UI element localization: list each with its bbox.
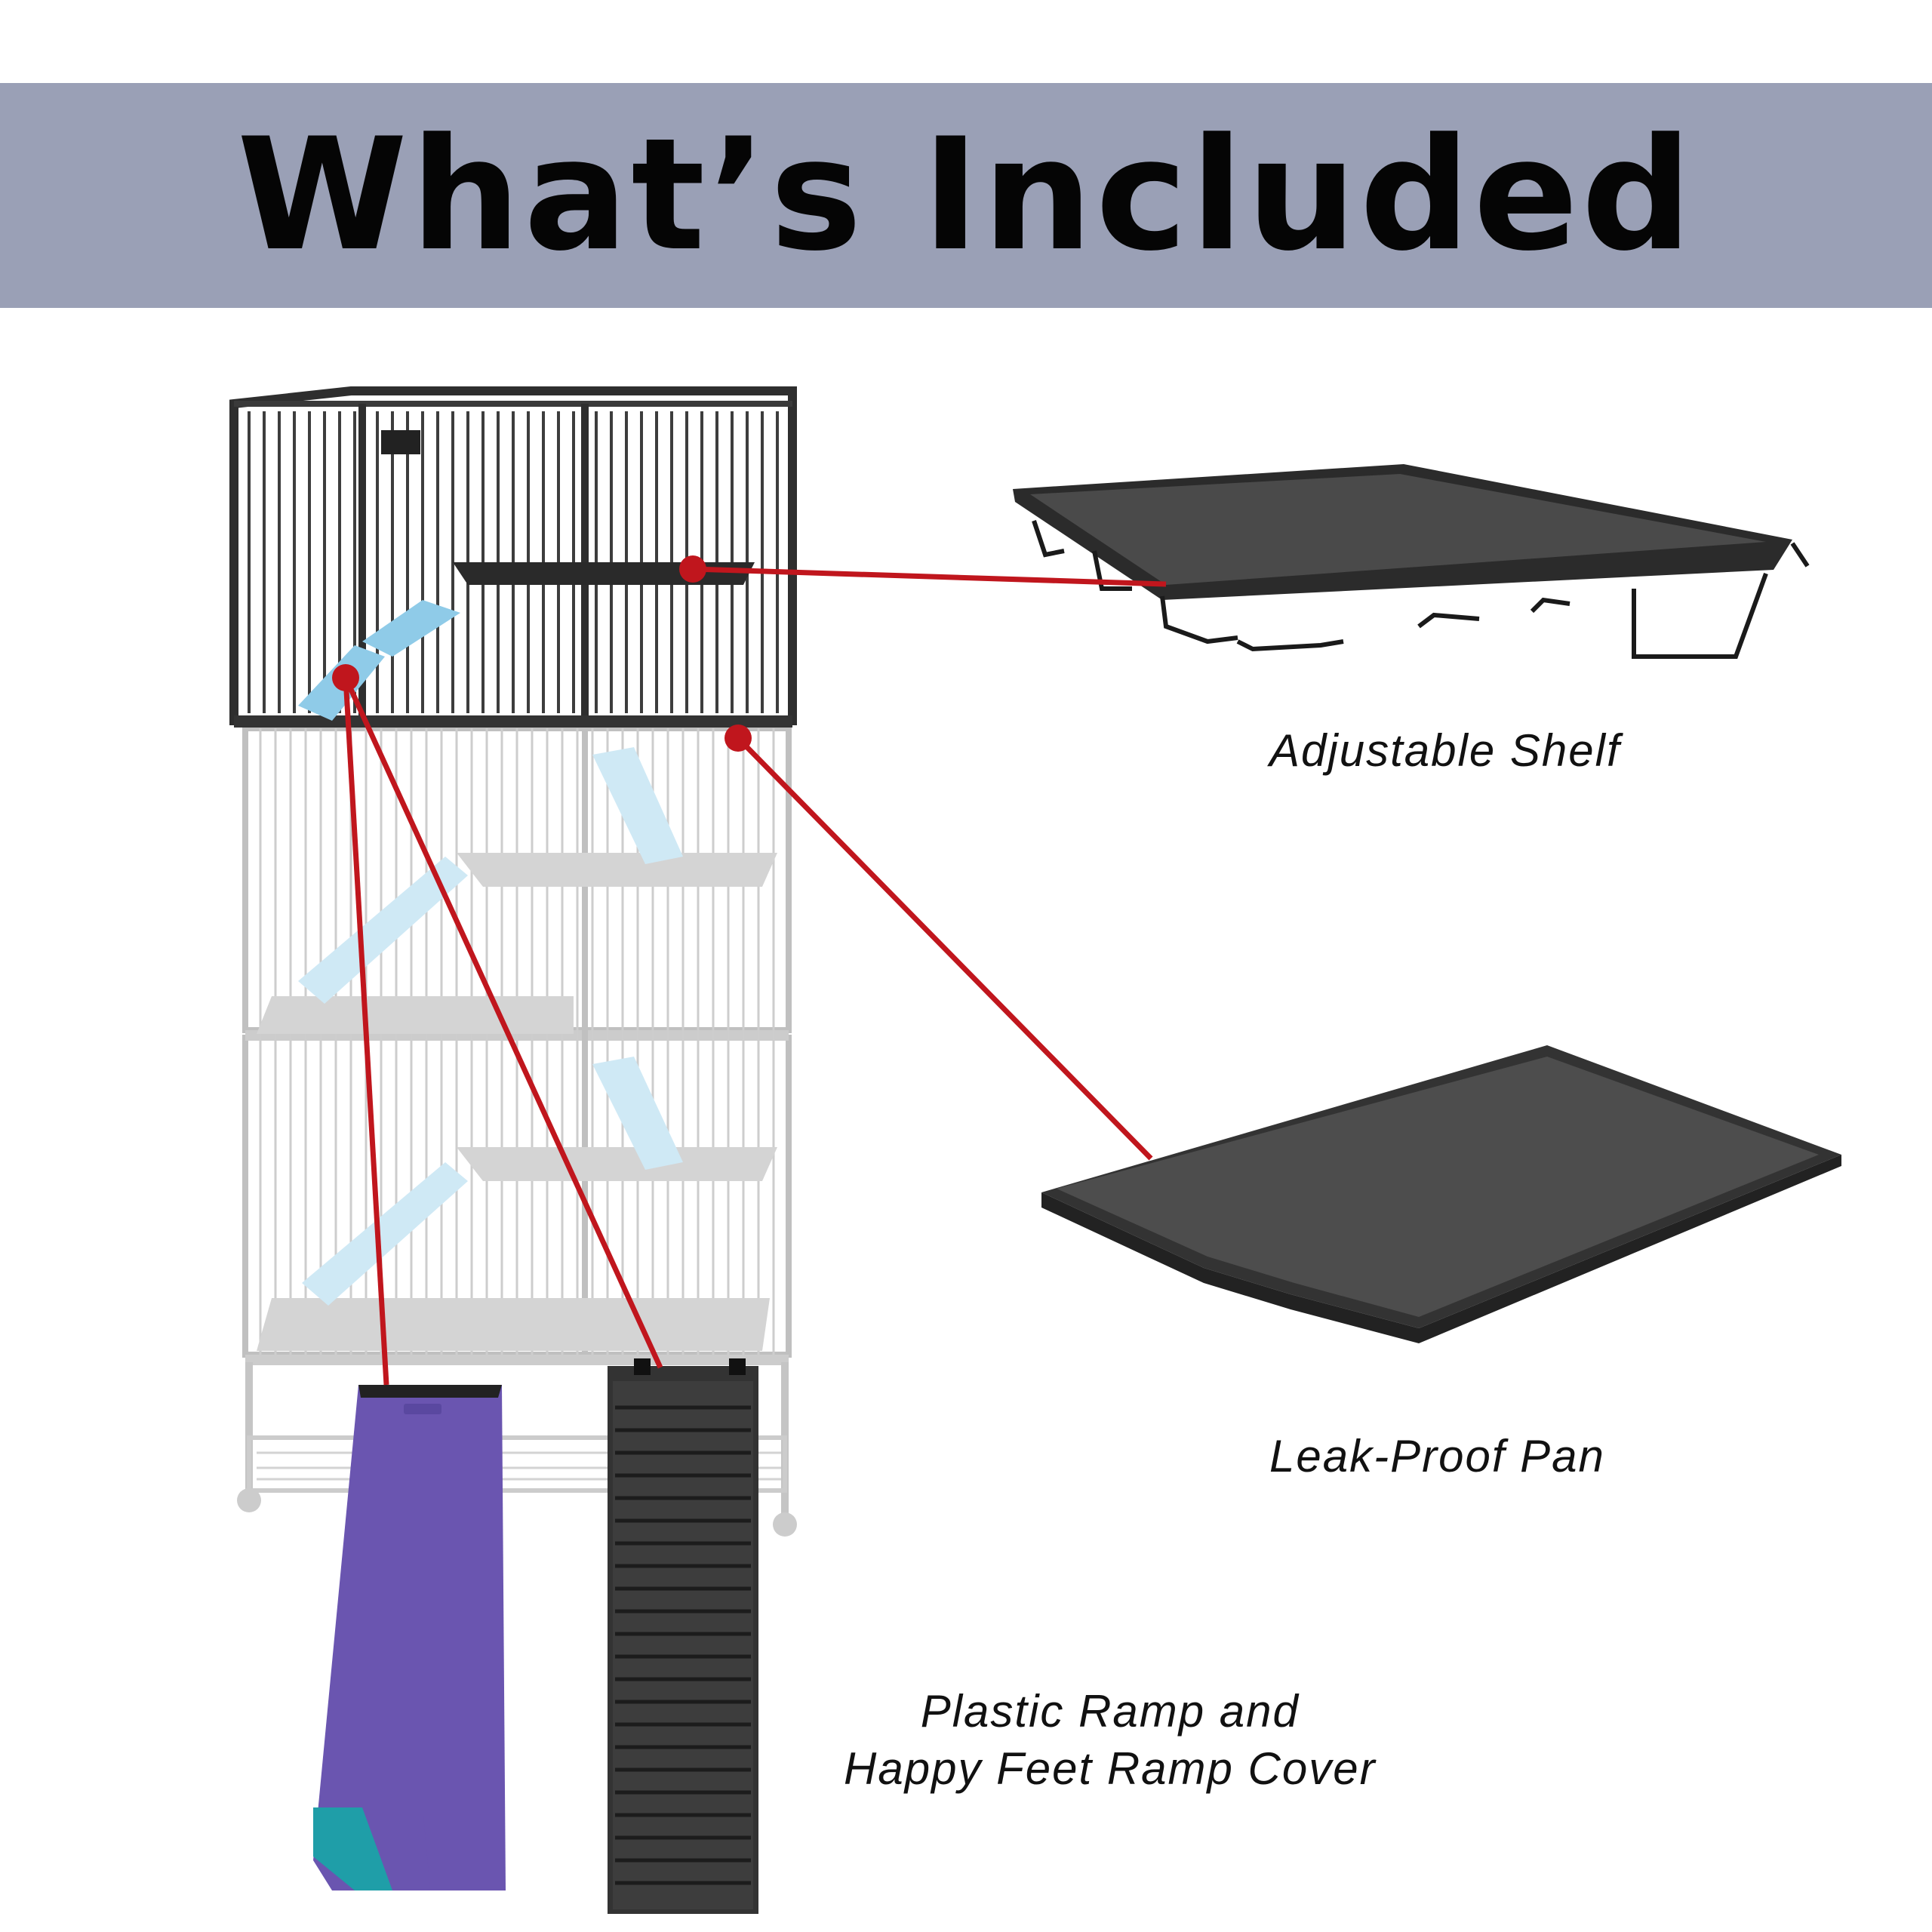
adjustable-shelf-image bbox=[1013, 464, 1810, 659]
callout-dot-ramp bbox=[332, 664, 359, 691]
caption-ramp-line2: Happy Feet Ramp Cover bbox=[844, 1743, 1377, 1794]
callout-dot-pan bbox=[724, 724, 752, 752]
leak-proof-pan-image bbox=[1041, 1045, 1841, 1343]
title-banner: What’s Included bbox=[0, 83, 1932, 308]
plastic-ramp-image bbox=[608, 1358, 758, 1914]
caption-adjustable-shelf: Adjustable Shelf bbox=[1269, 725, 1621, 776]
caption-ramp-line1: Plastic Ramp and bbox=[920, 1686, 1300, 1737]
caption-leak-proof-pan: Leak-Proof Pan bbox=[1269, 1431, 1605, 1481]
caption-ramp: Plastic Ramp and Happy Feet Ramp Cover bbox=[844, 1683, 1377, 1798]
cage-top-section bbox=[229, 386, 797, 728]
callout-dot-shelf bbox=[679, 555, 706, 583]
page-title: What’s Included bbox=[236, 105, 1696, 285]
callout-lines bbox=[343, 566, 1167, 1386]
ramp-cover-image bbox=[313, 1385, 506, 1890]
